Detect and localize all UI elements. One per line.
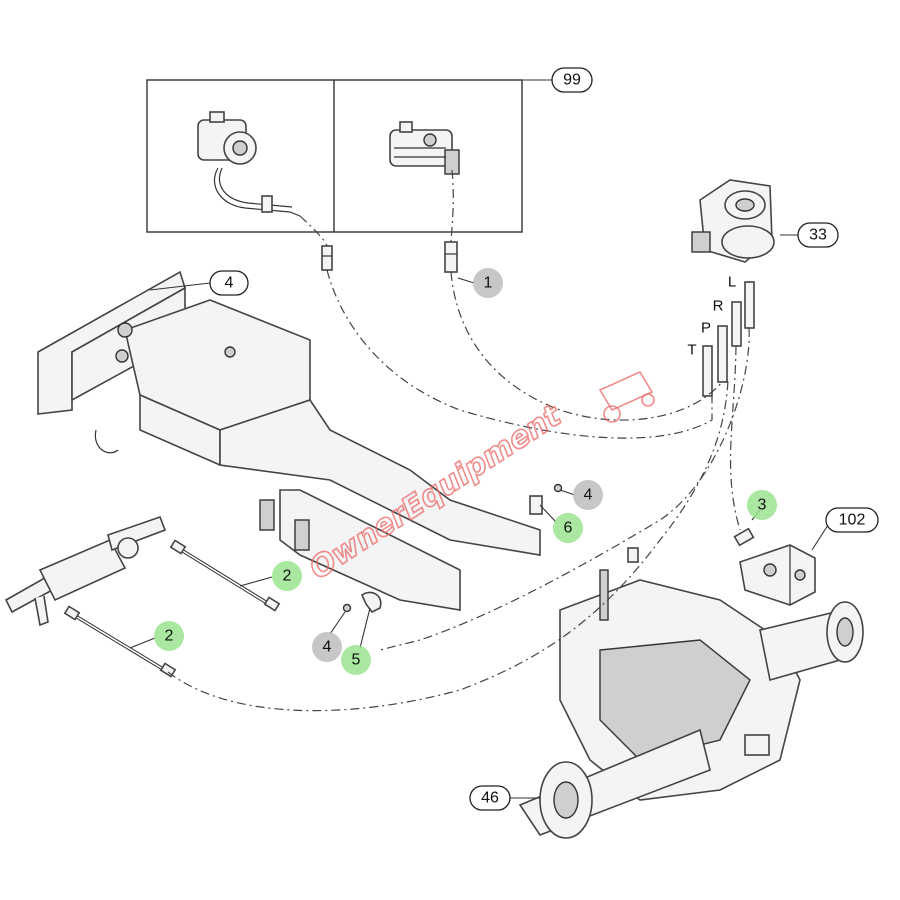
callout-4-bottom: 4	[312, 632, 342, 662]
valve-102	[739, 544, 816, 606]
steering-cylinder	[4, 515, 167, 627]
callout-6-text: 6	[564, 520, 573, 537]
port-label-p: P	[701, 320, 711, 337]
front-frame	[37, 270, 541, 611]
callout-4-right-text: 4	[584, 487, 593, 504]
callout-1-text: 1	[484, 275, 493, 292]
callout-46-text: 46	[481, 790, 499, 807]
port-label-r: R	[713, 298, 724, 315]
pump-inset	[389, 121, 460, 175]
callout-33: 33	[797, 222, 839, 248]
hose-routes	[167, 169, 750, 712]
callout-102: 102	[825, 507, 879, 533]
callout-2-upper-text: 2	[283, 568, 292, 585]
clamp-upper	[529, 483, 563, 515]
callout-99: 99	[551, 67, 593, 93]
callout-2-lower-text: 2	[165, 628, 174, 645]
fitting-right	[444, 241, 458, 273]
steering-unit-left	[197, 111, 301, 217]
callout-3-text: 3	[758, 497, 767, 514]
callout-2-upper: 2	[272, 561, 302, 591]
port-label-t: T	[687, 342, 696, 359]
inset-box	[146, 79, 552, 233]
callout-2-lower: 2	[154, 621, 184, 651]
callout-102-text: 102	[839, 512, 866, 529]
callout-3: 3	[747, 490, 777, 520]
callout-99-text: 99	[563, 72, 581, 89]
callout-5: 5	[341, 645, 371, 675]
callout-33-text: 33	[809, 227, 827, 244]
callout-6: 6	[553, 513, 583, 543]
fitting-left	[321, 245, 333, 271]
port-label-l: L	[728, 274, 736, 291]
fitting-3	[733, 527, 755, 547]
port-tubes	[702, 281, 755, 397]
callout-4-frame: 4	[209, 270, 249, 296]
callout-4-right: 4	[573, 480, 603, 510]
transmission-46	[518, 547, 864, 839]
hose-upper	[169, 539, 281, 612]
callout-5-text: 5	[352, 652, 361, 669]
callout-46: 46	[469, 785, 511, 811]
steering-unit-33	[691, 179, 775, 263]
hose-lower	[63, 605, 177, 678]
callout-4-bottom-text: 4	[323, 639, 332, 656]
callout-1: 1	[473, 268, 503, 298]
clamp-lower	[342, 591, 382, 614]
callout-4-frame-text: 4	[225, 275, 234, 292]
